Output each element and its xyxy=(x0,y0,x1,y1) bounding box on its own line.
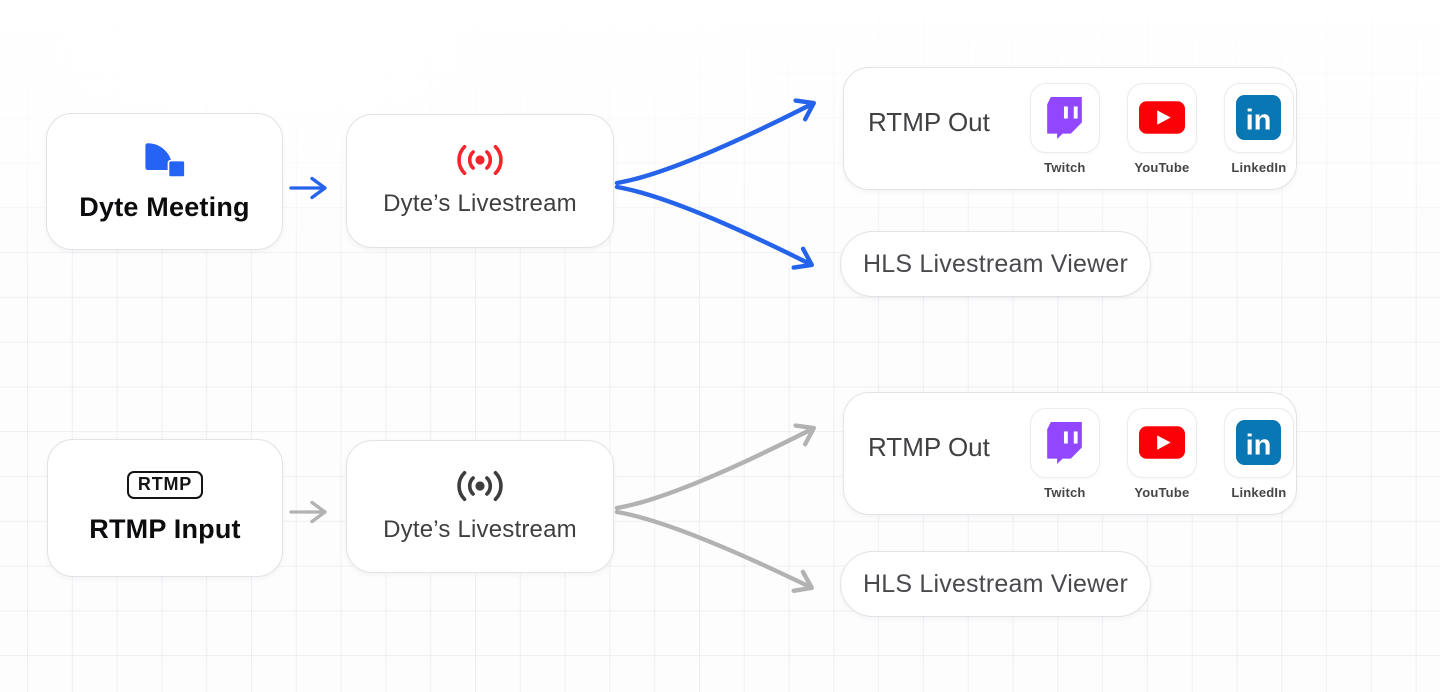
linkedin-tile: in xyxy=(1223,407,1294,478)
dyte-logo-icon xyxy=(144,143,186,178)
node-dyte-livestream-top: Dyte’s Livestream xyxy=(346,114,614,248)
service-label: YouTube xyxy=(1134,159,1190,175)
svg-text:in: in xyxy=(1246,429,1272,461)
linkedin-icon: in xyxy=(1236,95,1282,140)
youtube-icon xyxy=(1138,101,1185,134)
service-twitch: Twitch xyxy=(1029,407,1100,500)
rtmp-badge-icon: RTMP xyxy=(126,471,204,499)
service-label: YouTube xyxy=(1134,484,1190,500)
node-label: Dyte’s Livestream xyxy=(383,190,577,217)
youtube-tile xyxy=(1126,407,1197,478)
service-label: LinkedIn xyxy=(1231,159,1287,175)
service-twitch: Twitch xyxy=(1029,82,1100,175)
linkedin-tile: in xyxy=(1223,82,1294,153)
twitch-icon xyxy=(1047,96,1083,139)
node-rtmp-out-bottom: RTMP Out Twitch xyxy=(843,392,1297,515)
twitch-icon xyxy=(1047,421,1083,464)
node-label: RTMP Input xyxy=(89,514,241,544)
node-rtmp-input: RTMP RTMP Input xyxy=(47,439,283,577)
twitch-tile xyxy=(1029,407,1100,478)
rtmp-out-services: Twitch YouTube in LinkedI xyxy=(1029,82,1294,175)
broadcast-icon xyxy=(457,144,503,176)
rtmp-out-services: Twitch YouTube in LinkedI xyxy=(1029,407,1294,500)
twitch-tile xyxy=(1029,82,1100,153)
node-label: Dyte’s Livestream xyxy=(383,515,577,543)
node-rtmp-out-top: RTMP Out Twitch xyxy=(843,67,1297,190)
node-dyte-livestream-bottom: Dyte’s Livestream xyxy=(346,440,614,573)
service-linkedin: in LinkedIn xyxy=(1223,82,1294,175)
linkedin-icon: in xyxy=(1236,420,1282,465)
node-label: HLS Livestream Viewer xyxy=(863,569,1128,598)
youtube-tile xyxy=(1126,82,1197,153)
node-hls-viewer-top: HLS Livestream Viewer xyxy=(840,231,1151,297)
service-label: LinkedIn xyxy=(1231,484,1287,500)
broadcast-icon xyxy=(457,470,503,501)
youtube-icon xyxy=(1138,426,1185,459)
node-label: Dyte Meeting xyxy=(79,192,250,222)
node-label: HLS Livestream Viewer xyxy=(863,249,1128,278)
service-label: Twitch xyxy=(1044,159,1086,175)
service-youtube: YouTube xyxy=(1126,407,1197,500)
service-linkedin: in LinkedIn xyxy=(1223,407,1294,500)
service-label: Twitch xyxy=(1044,484,1086,500)
node-dyte-meeting: Dyte Meeting xyxy=(46,113,283,250)
service-youtube: YouTube xyxy=(1126,82,1197,175)
svg-text:in: in xyxy=(1246,104,1272,136)
rtmp-out-label: RTMP Out xyxy=(868,432,990,462)
node-hls-viewer-bottom: HLS Livestream Viewer xyxy=(840,551,1151,617)
rtmp-out-label: RTMP Out xyxy=(868,107,990,137)
